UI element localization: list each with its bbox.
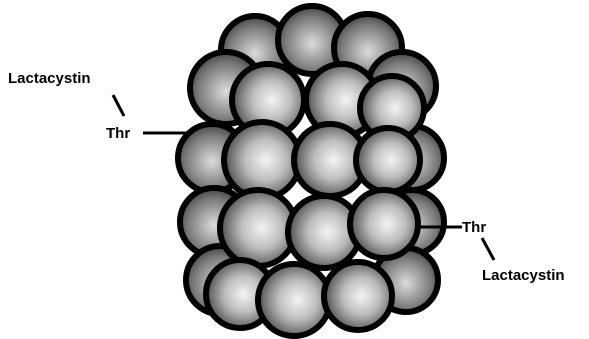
right-ligand-leader-line — [482, 238, 494, 260]
left-ligand-leader-line — [113, 95, 124, 116]
subunit-sphere — [324, 262, 392, 330]
right-lactacystin-label: Lactacystin — [482, 267, 565, 284]
subunit-sphere — [220, 190, 296, 266]
subunit-sphere — [224, 122, 300, 198]
proteasome-sphere-stack — [178, 6, 444, 336]
left-thr-label: Thr — [106, 125, 130, 142]
subunit-sphere — [356, 128, 420, 192]
subunit-sphere — [350, 190, 418, 258]
left-annotation: Lactacystin Thr — [8, 70, 192, 142]
subunit-sphere — [258, 264, 330, 336]
left-lactacystin-label: Lactacystin — [8, 70, 91, 87]
right-thr-label: Thr — [462, 219, 486, 236]
